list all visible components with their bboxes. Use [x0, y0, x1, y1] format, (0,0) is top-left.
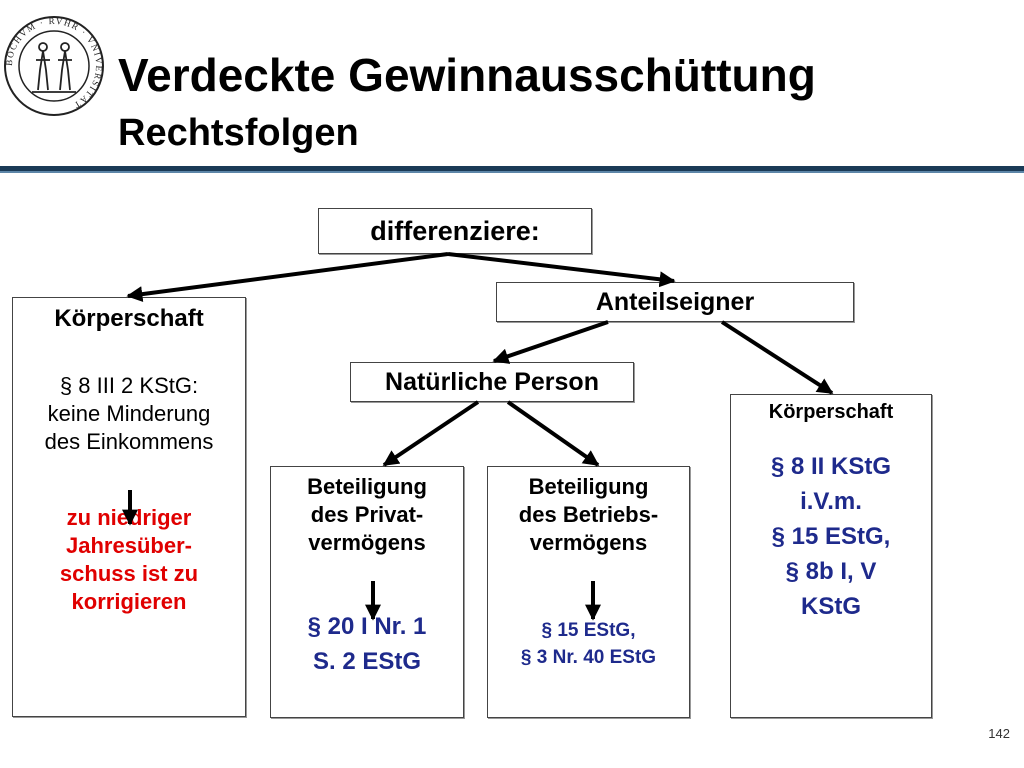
koerperschaft-left-heading: Körperschaft — [54, 305, 204, 332]
koerperschaft-left-result-4: korrigieren — [71, 589, 187, 614]
koerperschaft-left-line-2: keine Minderung — [47, 401, 211, 426]
koerperschaft-left-result-3: schuss ist zu — [59, 561, 199, 586]
header-rule — [0, 166, 1024, 171]
betrieb-result-2: § 3 Nr. 40 EStG — [520, 647, 657, 668]
betrieb-result-1: § 15 EStG, — [541, 620, 636, 641]
header-rule-accent — [0, 171, 1024, 173]
betrieb-line-2: des Betriebs- — [518, 502, 659, 527]
arrow-anteilseigner-to-koerperschaft-right — [720, 320, 834, 395]
page-subtitle: Rechtsfolgen — [118, 112, 359, 154]
koerperschaft-right-box: Körperschaft § 8 II KStG i.V.m. § 15 ESt… — [730, 394, 932, 718]
koerperschaft-left-line-3: des Einkommens — [44, 429, 214, 454]
privat-line-3: vermögens — [308, 530, 426, 555]
natuerliche-person-label: Natürliche Person — [385, 367, 599, 396]
koerperschaft-right-heading: Körperschaft — [768, 401, 894, 423]
koerperschaft-right-result-3: § 15 EStG, — [771, 523, 891, 550]
privat-result-2: S. 2 EStG — [312, 648, 422, 675]
arrow-anteilseigner-to-natuerliche-person — [492, 320, 609, 364]
anteilseigner-label: Anteilseigner — [595, 287, 755, 316]
anteilseigner-box: Anteilseigner — [496, 282, 854, 322]
page-title: Verdeckte Gewinnausschüttung — [118, 49, 816, 101]
betriebsvermoegen-box: Beteiligung des Betriebs- vermögens § 15… — [487, 466, 690, 718]
betrieb-line-1: Beteiligung — [528, 474, 649, 499]
betrieb-line-3: vermögens — [529, 530, 648, 555]
arrow-root-to-anteilseigner — [447, 252, 676, 288]
koerperschaft-right-result-2: i.V.m. — [800, 488, 862, 515]
root-label: differenziere: — [370, 215, 540, 246]
privat-line-1: Beteiligung — [307, 474, 427, 499]
koerperschaft-left-box: Körperschaft § 8 III 2 KStG: keine Minde… — [12, 297, 246, 717]
koerperschaft-left-result-2: Jahresüber- — [66, 533, 192, 558]
koerperschaft-right-result-1: § 8 II KStG — [770, 453, 892, 480]
page-number: 142 — [988, 726, 1010, 741]
root-box-differenziere: differenziere: — [318, 208, 592, 254]
koerperschaft-left-line-1: § 8 III 2 KStG: — [59, 373, 199, 398]
privat-line-2: des Privat- — [310, 502, 424, 527]
arrow-root-to-koerperschaft-left — [126, 252, 449, 303]
natuerliche-person-box: Natürliche Person — [350, 362, 634, 402]
university-seal-logo: BOCHVM · RVHR · VNIVERSITÄT — [2, 14, 106, 118]
koerperschaft-right-result-5: KStG — [801, 593, 861, 620]
koerperschaft-right-result-4: § 8b I, V — [785, 558, 877, 585]
privatvermoegen-box: Beteiligung des Privat- vermögens § 20 I… — [270, 466, 464, 718]
arrow-natuerliche-to-betrieb — [506, 400, 600, 467]
arrow-natuerliche-to-privat — [382, 400, 480, 467]
koerperschaft-left-result-1: zu niedriger — [66, 505, 192, 530]
privat-result-1: § 20 I Nr. 1 — [307, 613, 427, 640]
